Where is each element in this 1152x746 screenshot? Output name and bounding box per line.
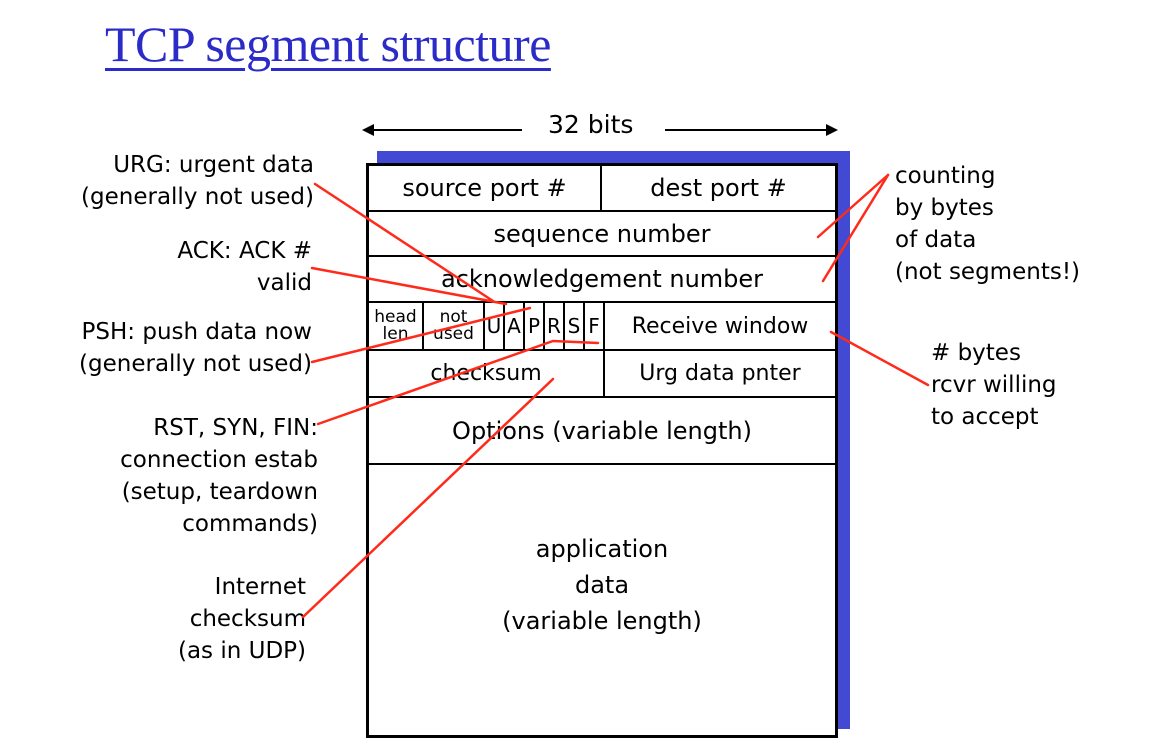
row-ports: source port # dest port # bbox=[369, 166, 835, 212]
annotation-counting-line3: of data bbox=[895, 227, 977, 253]
annotation-window-line1: # bytes bbox=[931, 340, 1021, 366]
annotation-ack-line1: ACK: ACK # bbox=[177, 238, 312, 264]
flag-rst: R bbox=[545, 303, 565, 349]
width-arrow-left-line bbox=[372, 129, 522, 131]
options-label: Options (variable length) bbox=[452, 416, 752, 445]
field-checksum: checksum bbox=[369, 351, 605, 396]
urg-pointer-label: Urg data pnter bbox=[639, 361, 801, 386]
flag-fin: F bbox=[585, 303, 605, 349]
arrow-left-icon bbox=[362, 124, 374, 136]
checksum-label: checksum bbox=[430, 361, 542, 386]
head-len-line2: len bbox=[382, 324, 409, 344]
annotation-window-line3: to accept bbox=[931, 404, 1039, 430]
flag-urg: U bbox=[485, 303, 505, 349]
sequence-number-label: sequence number bbox=[493, 219, 711, 248]
app-data-line1: application bbox=[535, 535, 669, 563]
page-title: TCP segment structure bbox=[105, 16, 551, 72]
ack-number-label: acknowledgement number bbox=[440, 265, 764, 293]
annotation-rsf-line4: commands) bbox=[182, 511, 318, 537]
field-receive-window: Receive window bbox=[605, 303, 835, 349]
annotation-window: # bytes rcvr willing to accept bbox=[931, 337, 1057, 433]
field-source-port: source port # bbox=[369, 166, 602, 210]
row-sequence: sequence number bbox=[369, 212, 835, 257]
annotation-checksum-line2: checksum bbox=[189, 606, 306, 632]
annotation-psh-line1: PSH: push data now bbox=[81, 319, 312, 345]
flag-ack: A bbox=[505, 303, 525, 349]
annotation-checksum-line1: Internet bbox=[214, 574, 306, 600]
width-label: 32 bits bbox=[548, 110, 634, 139]
field-sequence-number: sequence number bbox=[369, 212, 835, 255]
annotation-urg: URG: urgent data (generally not used) bbox=[81, 149, 314, 213]
arrow-right-icon bbox=[826, 124, 838, 136]
field-dest-port: dest port # bbox=[602, 166, 835, 210]
annotation-counting-line1: counting bbox=[895, 163, 996, 189]
not-used-line2: used bbox=[433, 324, 474, 344]
annotation-rsf-line1: RST, SYN, FIN: bbox=[153, 415, 318, 441]
annotation-psh-line2: (generally not used) bbox=[79, 351, 312, 377]
app-data-line2: data bbox=[574, 571, 630, 599]
annotation-window-line2: rcvr willing bbox=[931, 372, 1057, 398]
annotation-counting-line4: (not segments!) bbox=[895, 259, 1081, 285]
annotation-rsf-line3: (setup, teardown bbox=[121, 479, 318, 505]
annotation-urg-line1: URG: urgent data bbox=[113, 152, 314, 178]
flag-f-label: F bbox=[588, 314, 600, 338]
annotation-counting: counting by bytes of data (not segments!… bbox=[895, 160, 1080, 288]
flag-u-label: U bbox=[486, 314, 502, 338]
app-data-line3: (variable length) bbox=[502, 607, 702, 635]
flag-psh: P bbox=[525, 303, 545, 349]
field-head-len: head len bbox=[369, 303, 424, 349]
flag-r-label: R bbox=[547, 314, 561, 338]
source-port-label: source port # bbox=[402, 174, 567, 202]
flag-a-label: A bbox=[507, 314, 521, 338]
tcp-segment: source port # dest port # sequence numbe… bbox=[366, 163, 838, 738]
annotation-ack-line2: valid bbox=[256, 270, 312, 296]
dest-port-label: dest port # bbox=[650, 174, 787, 202]
field-urg-pointer: Urg data pnter bbox=[605, 351, 835, 396]
receive-window-label: Receive window bbox=[631, 313, 809, 339]
row-checksum: checksum Urg data pnter bbox=[369, 351, 835, 398]
annotation-rsf-line2: connection estab bbox=[120, 447, 318, 473]
flag-s-label: S bbox=[567, 314, 581, 338]
field-application-data: application data (variable length) bbox=[369, 465, 835, 735]
flag-p-label: P bbox=[527, 314, 541, 338]
field-not-used: not used bbox=[424, 303, 485, 349]
flag-syn: S bbox=[565, 303, 585, 349]
field-options: Options (variable length) bbox=[369, 398, 835, 463]
annotation-rst-syn-fin: RST, SYN, FIN: connection estab (setup, … bbox=[120, 412, 318, 540]
field-ack-number: acknowledgement number bbox=[369, 257, 835, 301]
annotation-ack: ACK: ACK # valid bbox=[177, 235, 312, 299]
row-ack: acknowledgement number bbox=[369, 257, 835, 303]
annotation-checksum-line3: (as in UDP) bbox=[177, 638, 306, 664]
annotation-psh: PSH: push data now (generally not used) bbox=[79, 316, 312, 380]
annotation-counting-line2: by bytes bbox=[895, 195, 994, 221]
row-flags: head len not used U A P R S F Receive wi… bbox=[369, 303, 835, 351]
annotation-checksum: Internet checksum (as in UDP) bbox=[178, 571, 306, 667]
annotation-urg-line2: (generally not used) bbox=[81, 184, 314, 210]
row-options: Options (variable length) bbox=[369, 398, 835, 465]
width-arrow-right-line bbox=[665, 129, 828, 131]
